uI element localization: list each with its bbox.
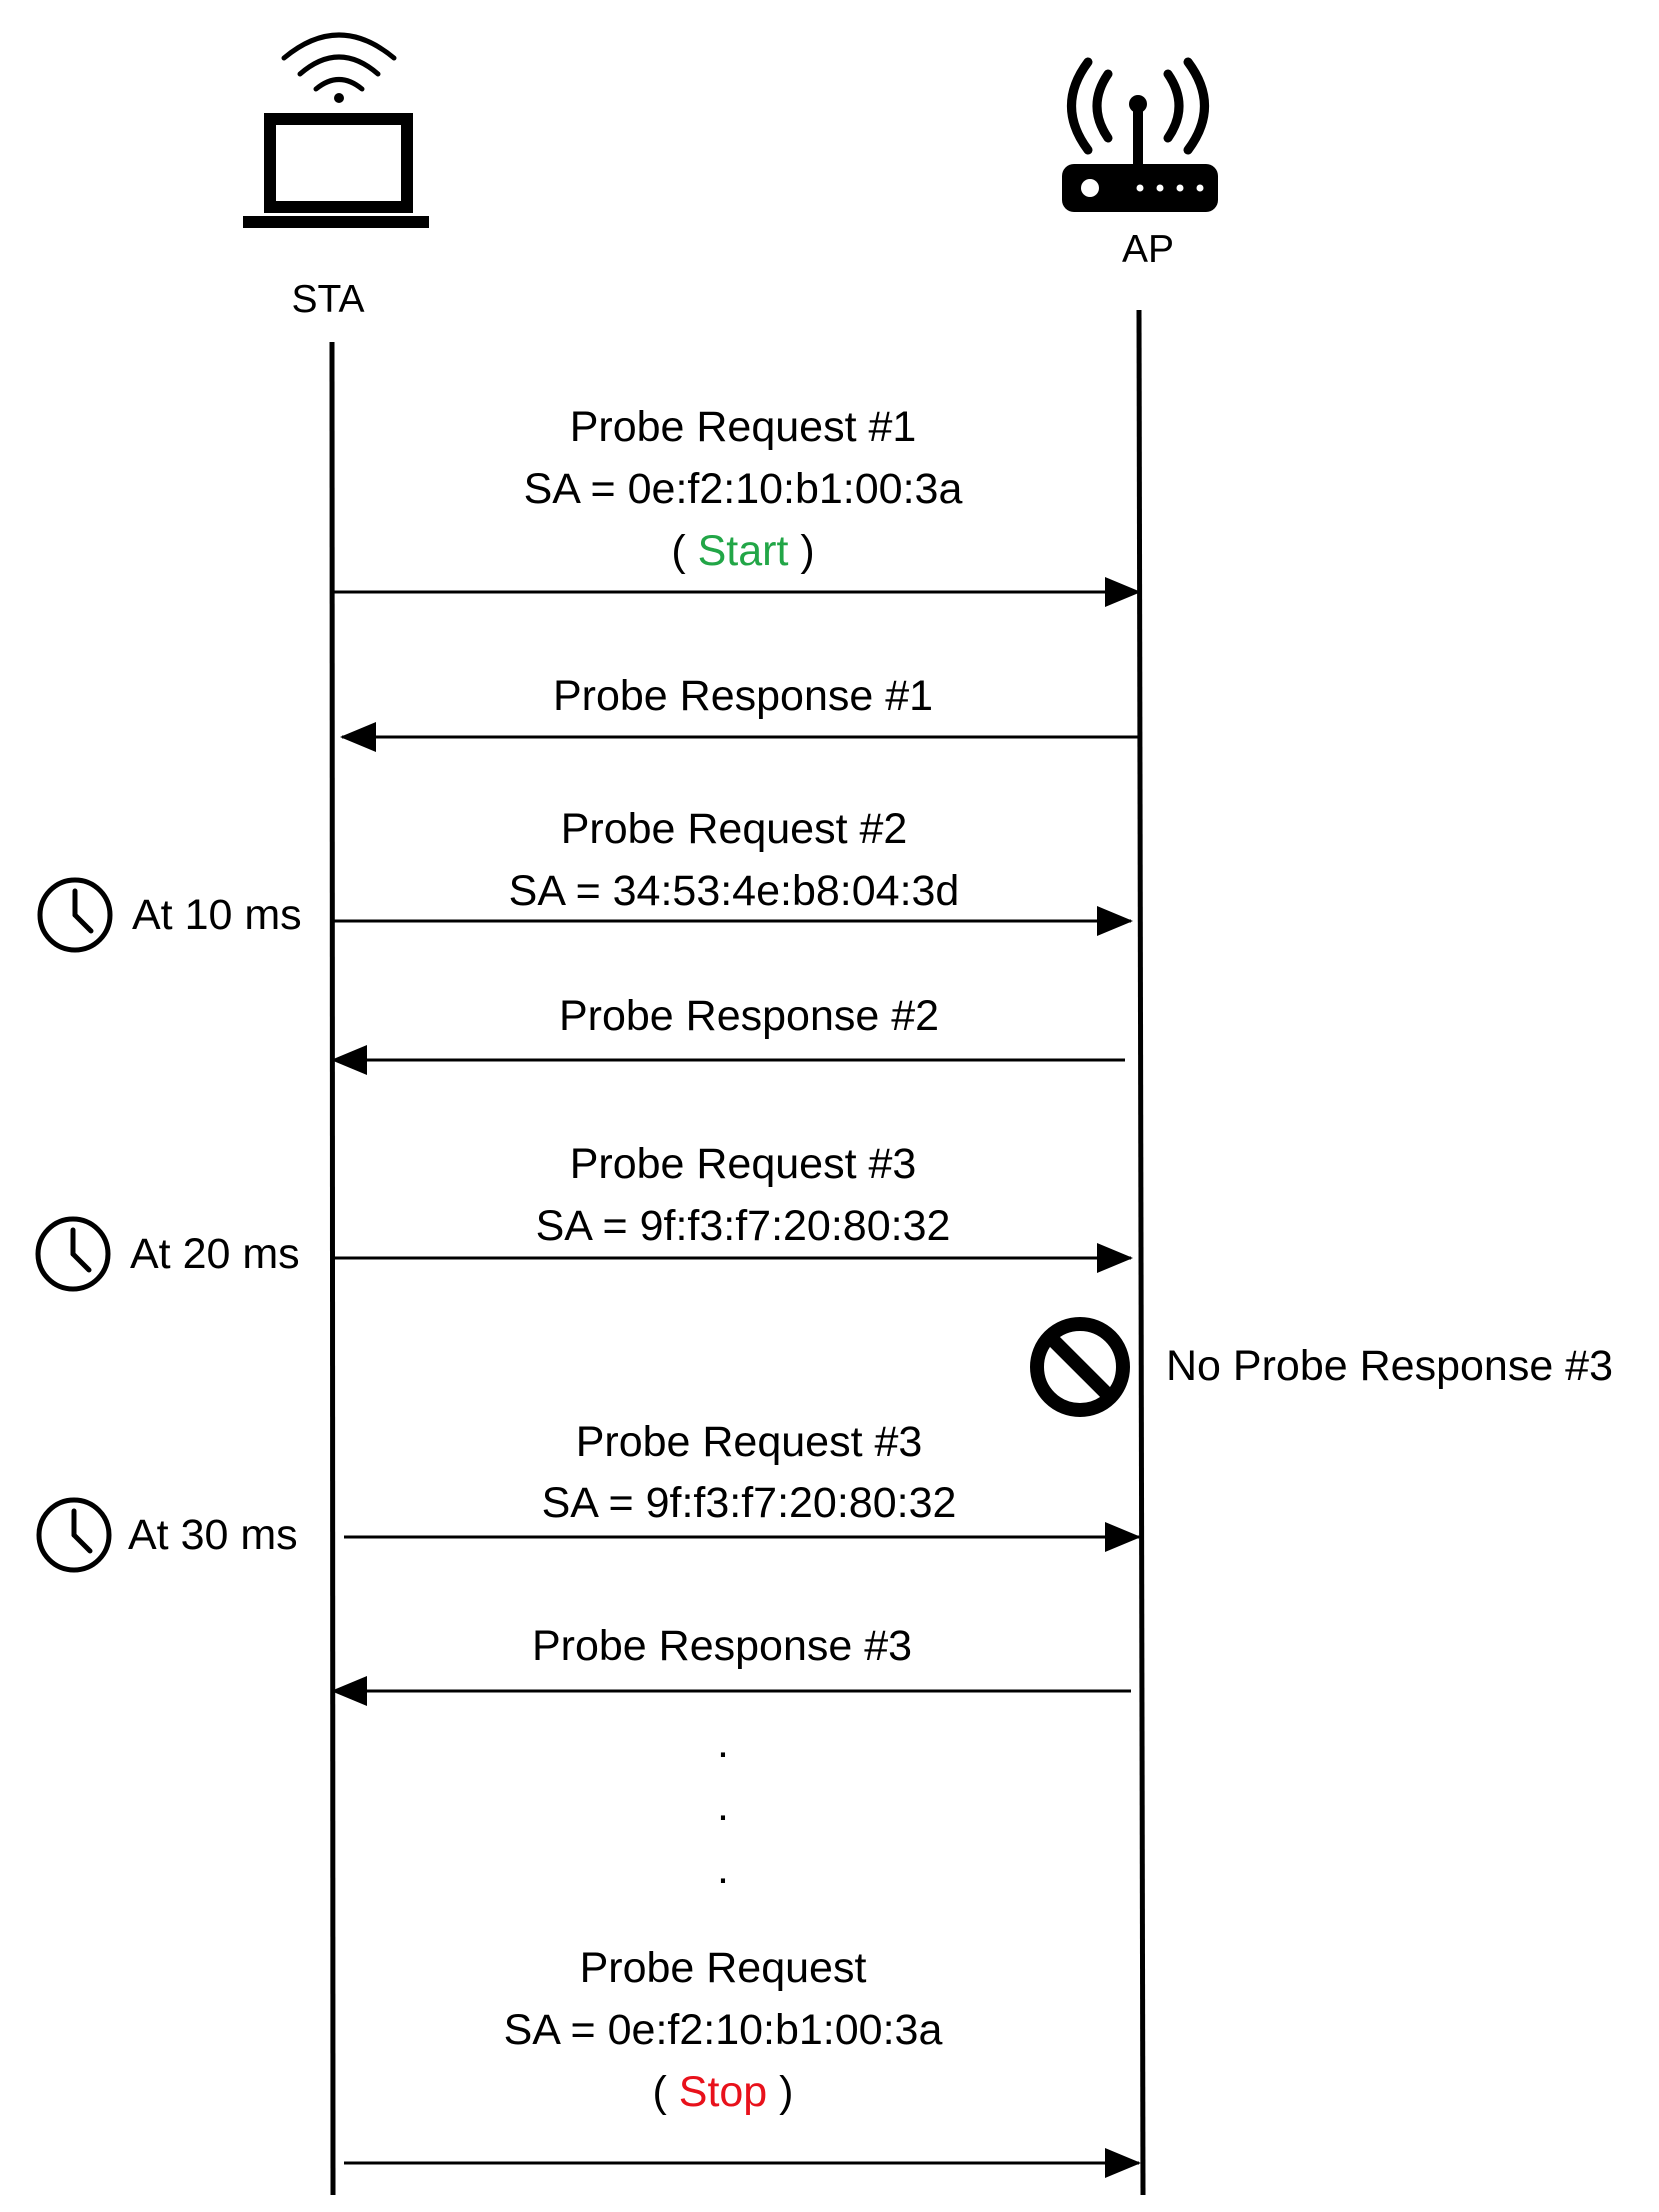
message-source-address: SA = 34:53:4e:b8:04:3d xyxy=(509,867,960,915)
start-label: Start xyxy=(698,527,789,575)
no-response-label: No Probe Response #3 xyxy=(1166,1342,1613,1390)
message-title: Probe Request #1 xyxy=(570,403,917,451)
time-label: At 20 ms xyxy=(130,1230,300,1278)
clock-icon xyxy=(37,877,113,953)
ap-lifeline xyxy=(1136,309,1146,2196)
stop-marker: ( Stop ) xyxy=(652,2068,793,2116)
message-title: Probe Request #3 xyxy=(570,1140,917,1188)
ellipsis-dot: . xyxy=(717,1782,729,1830)
message-probe-request-3-retry: Probe Request #3 SA = 9f:f3:f7:20:80:32 … xyxy=(36,1418,1141,1573)
message-probe-request-1: Probe Request #1 SA = 0e:f2:10:b1:00:3a … xyxy=(333,403,1141,607)
message-title: Probe Request #3 xyxy=(576,1418,923,1466)
time-label: At 30 ms xyxy=(128,1511,298,1559)
message-title: Probe Response #2 xyxy=(559,992,939,1040)
time-label: At 10 ms xyxy=(132,891,302,939)
message-source-address: SA = 0e:f2:10:b1:00:3a xyxy=(524,465,963,513)
message-source-address: SA = 0e:f2:10:b1:00:3a xyxy=(504,2006,943,2054)
message-source-address: SA = 9f:f3:f7:20:80:32 xyxy=(536,1202,951,1250)
ap-label: AP xyxy=(1122,228,1174,271)
wireless-router-icon xyxy=(1062,57,1218,212)
no-probe-response: No Probe Response #3 xyxy=(1030,1317,1613,1417)
ellipsis-dot: . xyxy=(717,1719,729,1767)
message-title: Probe Response #1 xyxy=(553,672,933,720)
message-title: Probe Request #2 xyxy=(561,805,908,853)
message-probe-request-final: Probe Request SA = 0e:f2:10:b1:00:3a ( S… xyxy=(344,1944,1141,2178)
stop-label: Stop xyxy=(679,2068,767,2116)
clock-icon xyxy=(36,1497,112,1573)
message-probe-request-2: Probe Request #2 SA = 34:53:4e:b8:04:3d … xyxy=(37,805,1133,953)
sta-lifeline xyxy=(329,341,336,2196)
clock-icon xyxy=(35,1216,111,1292)
ellipsis: . . . xyxy=(717,1719,729,1893)
ellipsis-dot: . xyxy=(717,1845,729,1893)
sta-label: STA xyxy=(292,278,365,321)
message-probe-response-2: Probe Response #2 xyxy=(331,992,1125,1075)
message-probe-response-1: Probe Response #1 xyxy=(340,672,1139,752)
message-title: Probe Response #3 xyxy=(532,1622,912,1670)
message-probe-response-3: Probe Response #3 xyxy=(331,1622,1131,1706)
start-marker: ( Start ) xyxy=(671,527,814,575)
message-source-address: SA = 9f:f3:f7:20:80:32 xyxy=(542,1479,957,1527)
message-probe-request-3: Probe Request #3 SA = 9f:f3:f7:20:80:32 … xyxy=(35,1140,1133,1292)
prohibited-icon xyxy=(1030,1317,1130,1417)
laptop-wifi-icon xyxy=(243,32,429,228)
message-title: Probe Request xyxy=(580,1944,867,1992)
